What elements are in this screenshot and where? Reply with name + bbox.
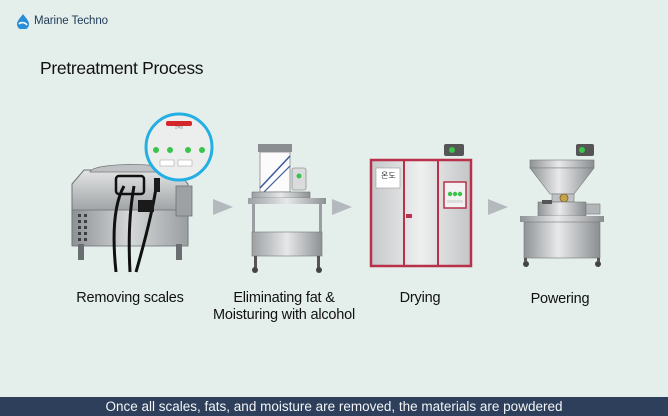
step-label-powering: Powering <box>530 291 590 307</box>
step-label-line2: Moisturing with alcohol <box>212 307 356 323</box>
process-arrow-2 <box>332 199 352 215</box>
svg-text:스타트: 스타트 <box>175 124 184 129</box>
step-label-drying: Drying <box>399 290 441 306</box>
dryer-panel-text: 온도 <box>381 171 396 180</box>
control-panel-magnifier: 스타트 <box>144 112 214 182</box>
step-label-line1: Eliminating fat & <box>233 290 335 306</box>
process-arrow-3 <box>488 199 508 215</box>
drop-logo-icon <box>17 14 29 29</box>
fat-elimination-tank-icon <box>248 144 326 273</box>
footer-caption: Once all scales, fats, and moisture are … <box>0 397 668 416</box>
drying-cabinet-icon <box>369 144 473 268</box>
powder-grinder-icon <box>520 144 604 267</box>
scale-removal-machine-icon <box>71 164 193 273</box>
brand-name: Marine Techno <box>34 15 108 27</box>
step-label-removing-scales: Removing scales <box>76 290 184 306</box>
step-label-eliminating-fat: Eliminating fat & Moisturing with alcoho… <box>198 290 370 324</box>
page-title: Pretreatment Process <box>40 58 204 78</box>
brand-logo: Marine Techno <box>16 11 108 31</box>
process-arrow-1 <box>213 199 233 215</box>
